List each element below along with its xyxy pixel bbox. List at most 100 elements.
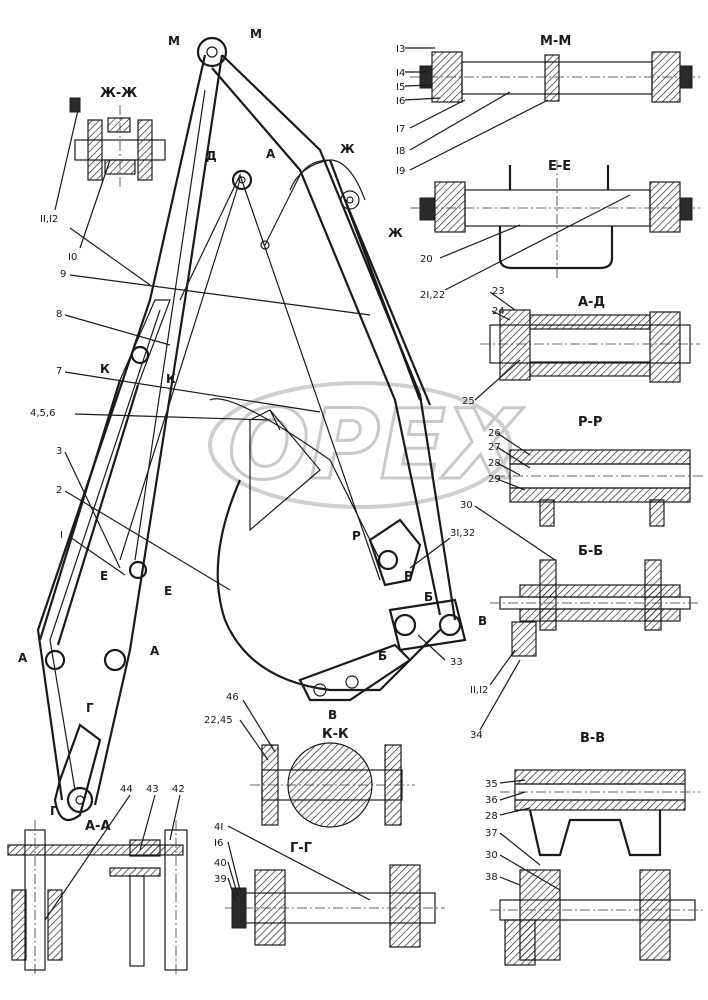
svg-text:Г: Г [50, 804, 58, 818]
boom-web-line [49, 309, 161, 791]
bucket-tooth [249, 409, 321, 532]
section-marks: М М Ж Ж Д А К К Е Е А А Г Г Р Р Б Б В В [18, 27, 487, 818]
svg-text:2: 2 [56, 485, 62, 496]
section-rr: Р-Р 26 27 28 29 30 [460, 415, 705, 561]
svg-text:II,I2: II,I2 [40, 214, 58, 225]
svg-text:25: 25 [462, 396, 475, 407]
svg-text:А-Д: А-Д [578, 295, 605, 310]
stick-inner-edge [211, 67, 442, 616]
svg-text:Р: Р [352, 529, 361, 543]
pin-d [231, 169, 253, 191]
svg-text:Г: Г [86, 701, 94, 715]
svg-text:I6: I6 [396, 96, 405, 107]
link-pin-b [393, 613, 417, 637]
svg-text:40: 40 [214, 858, 227, 869]
svg-text:I0: I0 [68, 252, 77, 263]
svg-text:Е: Е [100, 569, 108, 583]
main-callouts: I0 9 8 7 4,5,6 3 2 I 3I,32 33 [30, 252, 475, 668]
stick-link-rod [134, 89, 206, 561]
svg-text:Р: Р [404, 569, 413, 583]
svg-text:30: 30 [460, 500, 473, 511]
section-gg: Г-Г 4I I6 40 39 [214, 822, 445, 948]
svg-text:3: 3 [56, 446, 62, 457]
svg-text:В: В [478, 614, 487, 628]
svg-text:46: 46 [226, 692, 239, 703]
svg-text:А: А [266, 147, 276, 161]
svg-text:9: 9 [60, 269, 66, 280]
stick-outer-edge [221, 54, 457, 621]
cylinder-pin [340, 190, 360, 210]
svg-text:Б: Б [424, 590, 433, 604]
svg-text:4,5,6: 4,5,6 [30, 408, 55, 419]
svg-text:Е: Е [164, 584, 172, 598]
section-ad: А-Д 23 24 25 [462, 286, 700, 407]
svg-text:27: 27 [488, 442, 501, 453]
svg-text:7: 7 [56, 366, 62, 377]
svg-text:II,I2: II,I2 [470, 685, 488, 696]
svg-text:8: 8 [56, 309, 62, 320]
boom-cylinder-rod [38, 379, 122, 641]
svg-text:24: 24 [492, 306, 505, 317]
svg-text:38: 38 [485, 872, 498, 883]
svg-text:М: М [168, 34, 180, 48]
svg-text:26: 26 [488, 428, 501, 439]
svg-text:А: А [150, 644, 160, 658]
svg-text:К: К [166, 372, 176, 386]
svg-text:М: М [250, 27, 262, 41]
main-assembly [36, 36, 467, 822]
section-bb: Б-Б II,I2 34 [470, 544, 700, 741]
svg-text:Ж-Ж: Ж-Ж [100, 86, 137, 101]
svg-text:22,45: 22,45 [204, 715, 233, 726]
svg-text:29: 29 [488, 474, 501, 485]
svg-text:Р-Р: Р-Р [578, 415, 602, 430]
svg-text:I3: I3 [396, 44, 405, 55]
section-kk: К-К 46 22,45 [204, 692, 415, 828]
svg-text:I5: I5 [396, 82, 405, 93]
svg-text:28: 28 [485, 811, 498, 822]
svg-text:23: 23 [492, 286, 505, 297]
svg-text:М-М: М-М [540, 34, 571, 49]
svg-text:42: 42 [172, 784, 185, 795]
section-mm: М-М I3 I4 I5 I6 I7 I8 I9 [396, 34, 700, 177]
svg-text:2I,22: 2I,22 [420, 290, 445, 301]
svg-text:А-А: А-А [85, 819, 111, 834]
svg-text:35: 35 [485, 779, 498, 790]
section-ee: Е-Е 20 2I,22 [410, 159, 700, 301]
svg-text:В: В [328, 708, 337, 722]
svg-text:39: 39 [214, 874, 227, 885]
svg-text:36: 36 [485, 795, 498, 806]
svg-text:К-К: К-К [322, 727, 349, 742]
svg-text:I7: I7 [396, 124, 405, 135]
svg-text:I: I [60, 530, 63, 541]
svg-text:Д: Д [206, 149, 217, 163]
svg-text:Б-Б: Б-Б [578, 544, 603, 559]
svg-text:К: К [100, 362, 110, 376]
boom-head-pin [196, 36, 228, 68]
boom-inner-edge [93, 54, 224, 806]
svg-text:Ж: Ж [340, 142, 355, 156]
svg-text:30: 30 [485, 850, 498, 861]
bucket-cylinder [328, 159, 422, 401]
bucket-lug [298, 643, 412, 702]
svg-text:37: 37 [485, 828, 498, 839]
boom-foot [53, 723, 102, 822]
main-leaders [64, 227, 451, 661]
svg-text:А: А [18, 651, 28, 665]
svg-text:28: 28 [488, 458, 501, 469]
section-zhzh: Ж-Ж II,I2 [40, 86, 166, 249]
svg-text:I4: I4 [396, 68, 405, 79]
svg-text:34: 34 [470, 730, 483, 741]
svg-text:33: 33 [450, 657, 463, 668]
link-pin-v [438, 613, 462, 637]
svg-text:I9: I9 [396, 166, 405, 177]
svg-text:Б: Б [378, 649, 387, 663]
svg-text:Ж: Ж [388, 226, 403, 240]
svg-text:44: 44 [120, 784, 133, 795]
bucket-link-plate [368, 518, 422, 587]
svg-text:3I,32: 3I,32 [450, 528, 475, 539]
watermark-text: OPEX [228, 389, 524, 501]
svg-text:I6: I6 [214, 838, 223, 849]
svg-text:20: 20 [420, 254, 433, 265]
